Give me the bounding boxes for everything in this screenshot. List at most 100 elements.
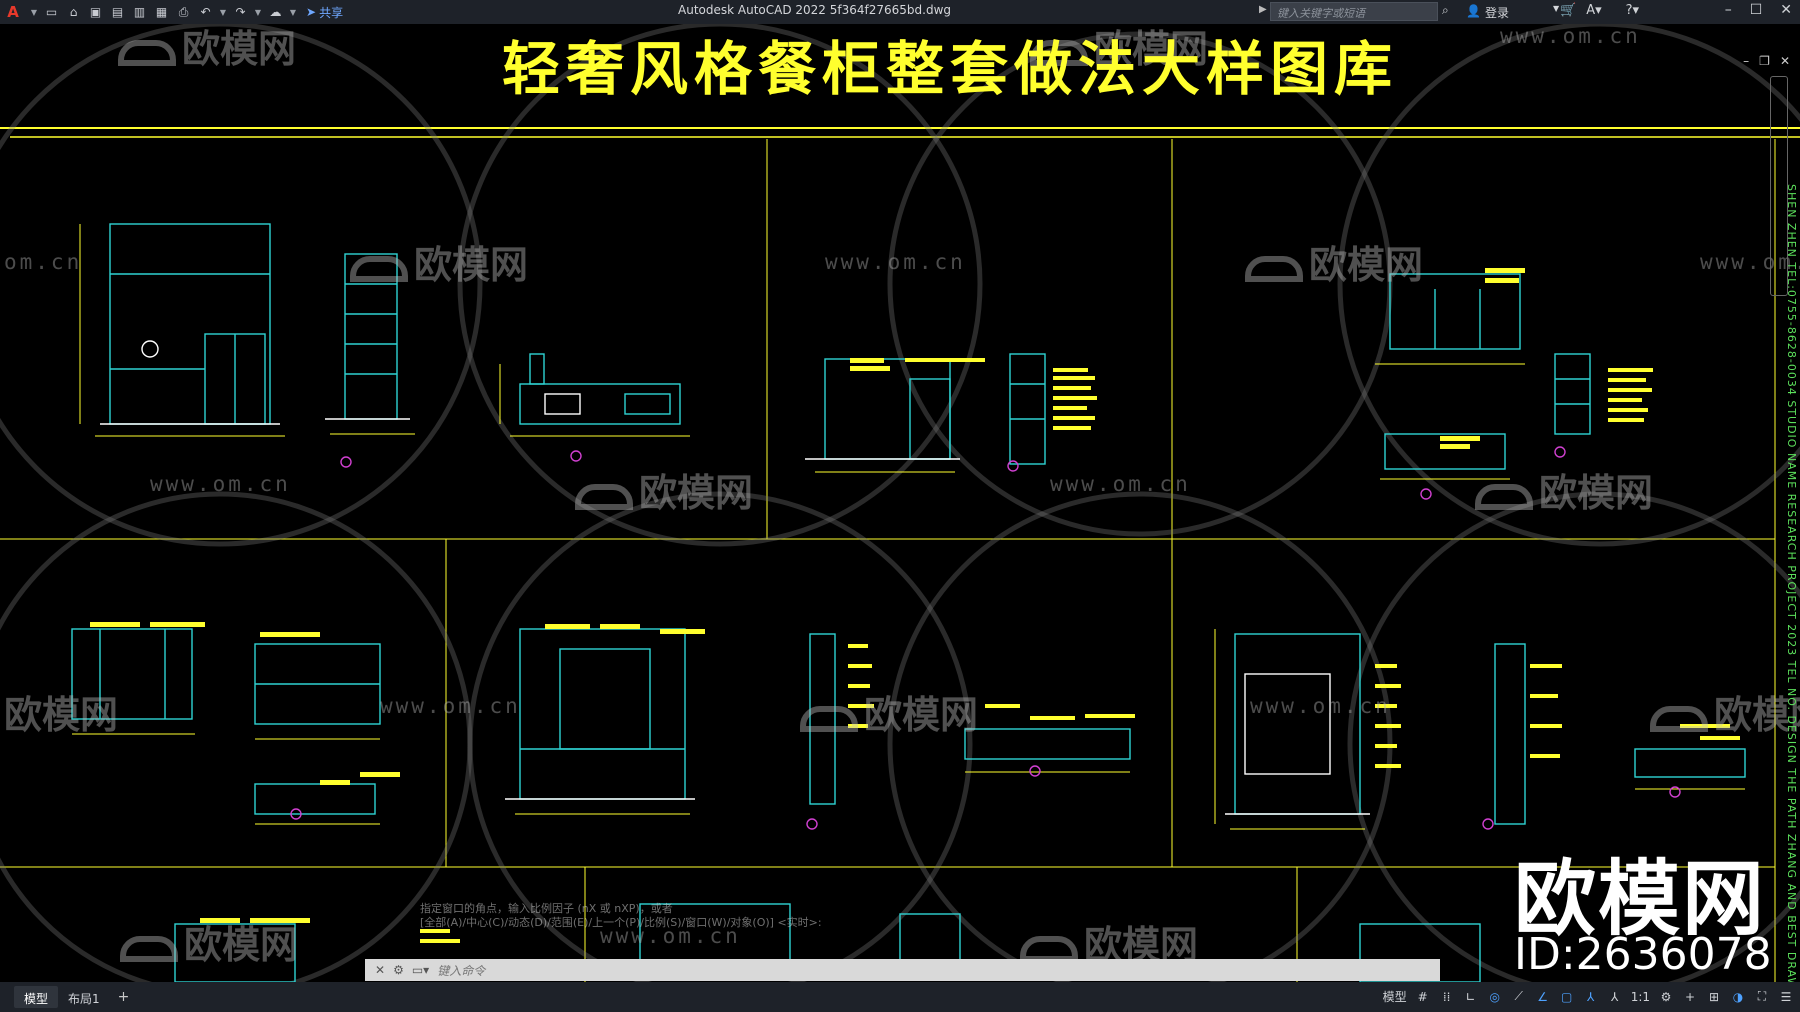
fullscreen-icon[interactable]: ⛶	[1757, 989, 1767, 1003]
watermark-brand: 欧模网	[118, 24, 296, 73]
isolate-icon[interactable]: ◑	[1732, 989, 1744, 1004]
watermark-brand: 欧模网	[800, 684, 978, 739]
redo-caret-icon[interactable]: ▼	[254, 7, 262, 17]
plot-preview-icon[interactable]: ▦	[155, 5, 168, 19]
polar-icon[interactable]: ◎	[1489, 989, 1500, 1004]
title-block-side-text: SHEN ZHEN TEL:0755-8628-0034 STUDIO NAME…	[1785, 184, 1798, 982]
sofa-logo-icon	[1030, 40, 1088, 66]
search-icon[interactable]: ⌕	[1442, 3, 1449, 17]
cabinet-plan-a	[519, 353, 681, 425]
settings-gear-icon[interactable]: ⚙	[1660, 989, 1672, 1004]
dimension-lines	[72, 224, 1745, 830]
watermark-circles	[0, 24, 1800, 982]
brand-id: ID:2636078	[1514, 929, 1772, 980]
share-cloud-icon[interactable]: ☁	[269, 5, 282, 19]
search-input[interactable]: 键入关键字或短语	[1270, 2, 1438, 21]
viewport-close-icon[interactable]: ✕	[1779, 54, 1790, 68]
snap-icon[interactable]: ⁞⁞	[1442, 989, 1451, 1004]
command-history: 指定窗口的角点，输入比例因子 (nX 或 nXP)，或者 [全部(A)/中心(C…	[420, 902, 822, 930]
sofa-logo-icon	[800, 706, 858, 732]
watermark-brand: 欧模网	[1245, 234, 1423, 289]
grid-icon[interactable]: #	[1417, 989, 1428, 1004]
isodraft-icon[interactable]: ⟋	[1514, 989, 1523, 1003]
command-input[interactable]: 键入命令	[437, 963, 486, 978]
sofa-logo-icon	[120, 936, 178, 962]
cabinet-elevation-f	[1225, 633, 1746, 825]
share-label: 共享	[319, 5, 344, 20]
window-title: Autodesk AutoCAD 2022 5f364f27665bd.dwg	[678, 3, 951, 17]
annotation-scale-icon[interactable]: ⅄	[1587, 989, 1595, 1004]
viewport-controls: – ❐ ✕	[1743, 54, 1790, 68]
command-history-line: [全部(A)/中心(C)/动态(D)/范围(E)/上一个(P)/比例(S)/窗口…	[420, 916, 822, 929]
object-snap-icon[interactable]: ▢	[1561, 989, 1573, 1004]
command-settings-icon[interactable]: ⚙	[393, 963, 404, 977]
watermark-brand: 欧模网	[120, 914, 298, 969]
watermark-url: www.om.cn	[1700, 250, 1800, 274]
undo-icon[interactable]: ↶	[200, 5, 211, 19]
sofa-logo-icon	[350, 256, 408, 282]
navigation-bar[interactable]	[1770, 76, 1788, 296]
watermark-url: www.om.cn	[380, 694, 521, 718]
autocad-logo-icon[interactable]: A	[7, 3, 19, 21]
drawing-canvas[interactable]: 欧模网 欧模网 www.om.cn om.cn 欧模网 www.om.cn 欧模…	[0, 24, 1800, 982]
add-layout-button[interactable]: +	[117, 989, 130, 1005]
maximize-icon[interactable]: ☐	[1749, 2, 1763, 18]
units-icon[interactable]: ⊞	[1708, 989, 1720, 1004]
section-markers	[290, 446, 1681, 830]
watermark-brand: 欧模网	[350, 234, 528, 289]
scale-label[interactable]: 1:1	[1630, 989, 1650, 1004]
model-space-label[interactable]: 模型	[1382, 990, 1407, 1004]
user-icon: 👤	[1466, 4, 1481, 18]
sofa-logo-icon	[1650, 706, 1708, 732]
watermark-url: www.om.cn	[1050, 472, 1191, 496]
viewport-restore-icon[interactable]: ❐	[1759, 54, 1770, 68]
share-button[interactable]: ➤ 共享	[306, 4, 343, 21]
plus-icon[interactable]: +	[1684, 989, 1696, 1004]
command-close-icon[interactable]: ✕	[375, 963, 386, 977]
publish-icon[interactable]: ▥	[133, 5, 146, 19]
save-icon[interactable]: ▣	[89, 5, 102, 19]
customize-menu-icon[interactable]: ☰	[1780, 989, 1792, 1004]
open-icon[interactable]: ⌂	[69, 5, 78, 19]
quick-access-toolbar: ▼ ▭ ⌂ ▣ ▤ ▥ ▦ ⎙ ↶ ▼ ↷ ▼ ☁ ▼ ➤ 共享	[26, 4, 343, 21]
drawing-title: 轻奢风格餐柜整套做法大样图库	[501, 35, 1398, 103]
login-caret-icon: ▼	[1552, 4, 1560, 13]
login-label: 登录	[1484, 6, 1509, 20]
status-toggles: 模型 # ⁞⁞ ∟ ◎ ⟋ ∠ ▢ ⅄ ⅄ 1:1 ⚙ + ⊞ ◑ ⛶ ☰	[1383, 988, 1794, 1005]
command-recent-icon[interactable]: ▭▾	[411, 963, 430, 977]
close-icon[interactable]: ✕	[1780, 2, 1792, 18]
brand-watermark: 欧模网	[1514, 852, 1767, 947]
saveas-icon[interactable]: ▤	[111, 5, 124, 19]
watermark-brand: 欧模网	[575, 462, 753, 517]
print-icon[interactable]: ⎙	[178, 4, 189, 19]
autodesk-a360-icon[interactable]: A▾	[1586, 3, 1602, 18]
new-icon[interactable]: ▭	[45, 5, 58, 19]
login-button[interactable]: 👤 登录 ▼	[1466, 4, 1559, 21]
help-icon[interactable]: ?▾	[1625, 3, 1640, 18]
viewport-minimize-icon[interactable]: –	[1743, 54, 1750, 68]
ortho-icon[interactable]: ∟	[1465, 989, 1476, 1004]
watermark-url: www.om.cn	[600, 924, 741, 948]
customize-caret-icon[interactable]: ▼	[289, 7, 297, 17]
object-snap-tracking-icon[interactable]: ∠	[1537, 989, 1549, 1004]
watermark-url: www.om.cn	[1500, 24, 1641, 48]
command-line[interactable]: ✕ ⚙ ▭▾ 键入命令	[365, 959, 1440, 981]
tab-layout1[interactable]: 布局1	[68, 992, 100, 1006]
search-expand-icon[interactable]: ▶	[1259, 4, 1267, 15]
sofa-logo-icon	[575, 484, 633, 510]
undo-caret-icon[interactable]: ▼	[219, 7, 227, 17]
watermark-brand: 欧模网	[1475, 462, 1653, 517]
minimize-icon[interactable]: –	[1724, 2, 1732, 18]
cabinet-elevation-c	[1384, 273, 1591, 470]
sheet-frame	[0, 127, 1800, 982]
sofa-logo-icon	[1245, 256, 1303, 282]
cabinet-elevation-d	[71, 628, 381, 815]
annotation-visibility-icon[interactable]: ⅄	[1611, 989, 1619, 1004]
cart-icon[interactable]: 🛒	[1560, 3, 1577, 18]
cabinet-section-a	[325, 253, 410, 420]
send-icon: ➤	[306, 5, 317, 19]
redo-icon[interactable]: ↷	[235, 5, 246, 19]
app-menu-caret-icon[interactable]: ▼	[30, 7, 38, 17]
watermark-url: www.om.cn	[1250, 694, 1391, 718]
tab-model[interactable]: 模型	[14, 986, 59, 1008]
